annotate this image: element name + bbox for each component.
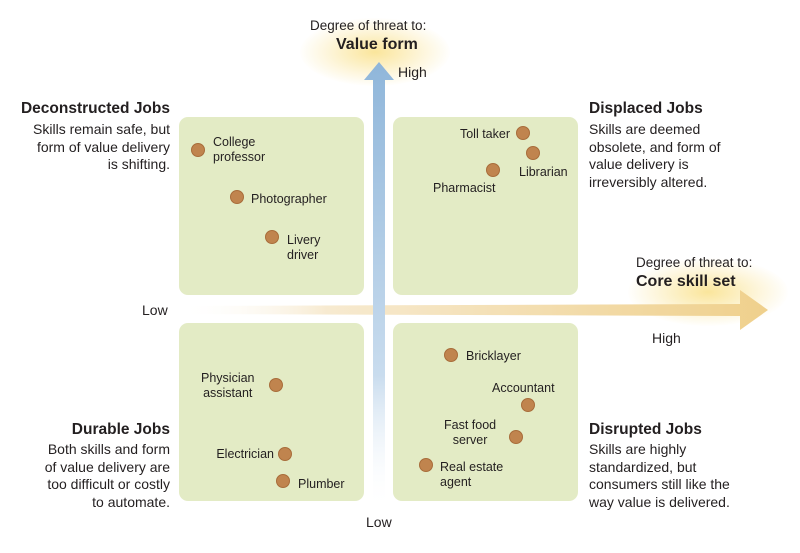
bricklayer-marker [444,348,458,362]
bricklayer-label: Bricklayer [466,349,521,363]
vertical-axis-arrow [364,62,394,510]
deconstructed-description: Skills remain safe, but form of value de… [33,121,170,172]
vertical-low-label: Low [366,514,392,530]
fast-food-server-label: Fast food server [444,418,497,447]
college-professor-label: College professor [213,135,266,164]
quadrant-durable [179,323,364,501]
horizontal-low-label: Low [142,302,168,318]
librarian-marker [526,146,540,160]
college-professor-marker [191,143,205,157]
photographer-label: Photographer [251,192,327,206]
plumber-marker [276,474,290,488]
disrupted-description: Skills are highly standardized, but cons… [589,441,730,510]
livery-driver-marker [265,230,279,244]
displaced-description: Skills are deemed obsolete, and form of … [589,121,721,190]
pharmacist-label: Pharmacist [433,181,496,195]
librarian-label: Librarian [519,165,568,179]
horizontal-axis-arrow [180,290,768,330]
vertical-axis-caption: Degree of threat to: [310,18,427,33]
toll-taker-label: Toll taker [459,127,510,141]
accountant-label: Accountant [492,381,555,395]
quadrant-displaced [393,117,578,295]
photographer-marker [230,190,244,204]
toll-taker-marker [516,126,530,140]
quadrant-deconstructed [179,117,364,295]
deconstructed-title: Deconstructed Jobs [20,100,170,117]
horizontal-high-label: High [652,330,681,346]
physician-assistant-label: Physician assistant [201,371,255,400]
real-estate-agent-label: Real estate agent [440,460,504,489]
vertical-axis-name: Value form [336,36,418,53]
horizontal-axis-name: Core skill set [636,273,736,290]
pharmacist-marker [486,163,500,177]
plumber-label: Plumber [298,477,345,491]
physician-assistant-marker [269,378,283,392]
durable-title: Durable Jobs [71,421,170,438]
accountant-marker [521,398,535,412]
displaced-title: Displaced Jobs [589,100,703,117]
durable-description: Both skills and form of value delivery a… [44,441,170,510]
fast-food-server-marker [509,430,523,444]
livery-driver-label: Livery driver [287,233,321,262]
horizontal-axis-caption: Degree of threat to: [636,255,753,270]
disrupted-title: Disrupted Jobs [589,421,702,438]
real-estate-agent-marker [419,458,433,472]
electrician-label: Electrician [216,447,274,461]
electrician-marker [278,447,292,461]
vertical-high-label: High [398,64,427,80]
